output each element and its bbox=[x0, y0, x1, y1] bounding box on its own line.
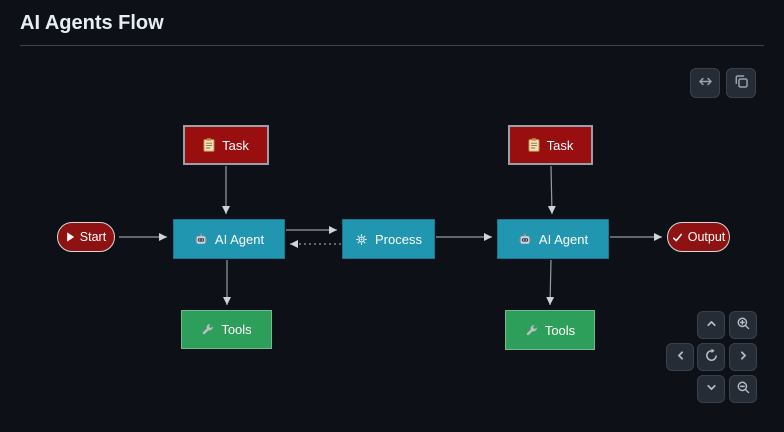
chevron-down-icon bbox=[704, 380, 719, 398]
node-label: Tools bbox=[544, 322, 576, 338]
copy-icon bbox=[733, 73, 750, 93]
pan-right-button[interactable] bbox=[729, 343, 757, 371]
zoom-in-button[interactable] bbox=[729, 311, 757, 339]
page-title: AI Agents Flow bbox=[20, 12, 164, 34]
copy-diagram-button[interactable] bbox=[726, 68, 756, 98]
node-process: Process bbox=[342, 219, 435, 259]
node-tools-right: Tools bbox=[505, 310, 595, 350]
pan-down-button[interactable] bbox=[697, 375, 725, 403]
zoom-in-icon bbox=[736, 316, 751, 334]
node-task-right: Task bbox=[508, 125, 593, 165]
node-label: Process bbox=[375, 231, 422, 247]
wrench-icon bbox=[525, 324, 538, 337]
node-label: AI Agent bbox=[214, 231, 265, 247]
node-label: Output bbox=[687, 229, 726, 244]
node-tools-left: Tools bbox=[181, 310, 272, 349]
pan-zoom-toggle-button[interactable] bbox=[690, 68, 720, 98]
check-icon bbox=[672, 232, 683, 243]
node-label: Task bbox=[546, 137, 574, 153]
zoom-out-button[interactable] bbox=[729, 375, 757, 403]
node-agent-left: AI Agent bbox=[173, 219, 285, 259]
play-icon bbox=[66, 232, 75, 242]
clipboard-icon bbox=[528, 138, 540, 152]
node-task-left: Task bbox=[183, 125, 269, 165]
robot-icon bbox=[194, 232, 208, 246]
node-label: Start bbox=[79, 229, 107, 244]
chevron-right-icon bbox=[736, 348, 751, 366]
node-output: Output bbox=[667, 222, 730, 252]
page-header: AI Agents Flow bbox=[20, 0, 764, 46]
zoom-out-icon bbox=[736, 380, 751, 398]
pan-up-button[interactable] bbox=[697, 311, 725, 339]
node-start: Start bbox=[57, 222, 115, 252]
pan-left-button[interactable] bbox=[666, 343, 694, 371]
reset-view-icon bbox=[704, 348, 719, 366]
gear-icon bbox=[355, 233, 368, 246]
node-agent-right: AI Agent bbox=[497, 219, 609, 259]
chevron-up-icon bbox=[704, 316, 719, 334]
wrench-icon bbox=[201, 323, 214, 336]
node-label: Task bbox=[222, 137, 249, 153]
reset-view-button[interactable] bbox=[697, 343, 725, 371]
robot-icon bbox=[518, 232, 532, 246]
chevron-left-icon bbox=[673, 348, 688, 366]
node-label: AI Agent bbox=[538, 231, 589, 247]
clipboard-icon bbox=[203, 138, 215, 152]
node-label: Tools bbox=[221, 322, 252, 337]
arrows-horizontal-icon bbox=[697, 73, 714, 93]
